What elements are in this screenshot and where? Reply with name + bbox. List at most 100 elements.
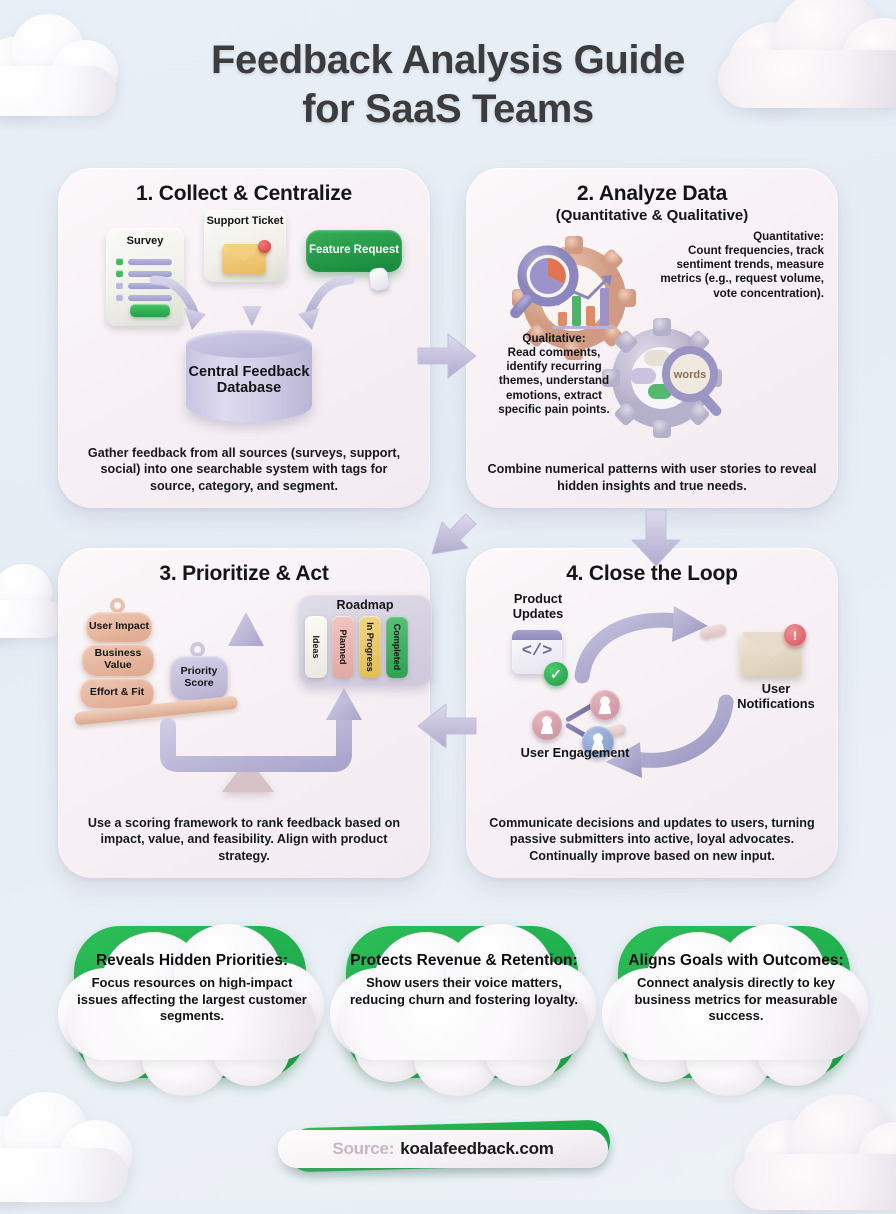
connector-step3-to-step4 (417, 703, 477, 749)
weight-effort-fit-label: Effort & Fit (89, 686, 145, 699)
step-card-prioritize-act: 3. Prioritize & Act User Impact Business… (58, 548, 432, 878)
benefit-heading-2: Protects Revenue & Retention: (350, 952, 578, 969)
step-4-illustration: Product Updates </> ✓ ! User Notificatio… (482, 586, 822, 815)
weight-effort-fit: Effort & Fit (80, 678, 154, 708)
benefit-card-protects-revenue-retention: Protects Revenue & Retention: Show users… (328, 916, 600, 1096)
weight-priority-score-label: Priority Score (180, 665, 218, 689)
connector-step1-to-step2 (417, 333, 477, 379)
quantitative-body: Count frequencies, track sentiment trend… (660, 244, 824, 300)
benefit-heading-1: Reveals Hidden Priorities: (95, 952, 289, 969)
priority-flow-arrows (160, 612, 362, 772)
step-3-title: 3. Prioritize & Act (159, 562, 329, 585)
user-notifications-icon (740, 632, 802, 676)
page-title-line-2: for SaaS Teams (302, 86, 594, 131)
benefit-cloud-shape-1 (56, 916, 328, 1096)
funnel-arrows (149, 274, 355, 330)
survey-submit-button[interactable] (130, 304, 170, 317)
central-database-label: Central Feedback Database (188, 364, 310, 397)
roadmap-column-completed[interactable]: Completed (386, 616, 408, 678)
benefit-cloud-shape-2 (328, 916, 600, 1096)
feature-request-label: Feature Request (308, 244, 400, 257)
support-ticket-label: Support Ticket (206, 215, 284, 227)
step-1-illustration: Survey Support Ticket Feature Request (74, 206, 414, 445)
roadmap-board: Roadmap Ideas Planned In Progress Comple… (298, 594, 432, 686)
roadmap-column-completed-label: Completed (392, 623, 402, 671)
benefit-body-1: Focus resources on high-impact issues af… (77, 975, 307, 1024)
source-label: Source: (332, 1139, 395, 1158)
magnifier-pie-icon (510, 245, 579, 319)
survey-label: Survey (126, 235, 164, 247)
user-notifications-label: User Notifications (737, 681, 815, 711)
benefit-body-2: Show users their voice matters, reducing… (349, 975, 578, 1007)
roadmap-title: Roadmap (336, 598, 394, 612)
notification-dot-icon (258, 240, 271, 253)
roadmap-column-planned-label: Planned (338, 629, 348, 665)
roadmap-column-ideas[interactable]: Ideas (305, 616, 327, 678)
step-1-description: Gather feedback from all sources (survey… (87, 445, 401, 493)
word-cloud-magnifier-icon: words (662, 346, 722, 416)
avatar-node-left (532, 710, 562, 740)
check-circle-icon: ✓ (544, 662, 568, 686)
survey-rows (116, 258, 172, 306)
speech-bubbles-icon (630, 350, 672, 399)
qualitative-body: Read comments, identify recurring themes… (498, 346, 610, 416)
roadmap-column-ideas-label: Ideas (311, 635, 321, 659)
weight-handle-priority-score-icon (190, 642, 205, 657)
roadmap-column-in-progress-label: In Progress (365, 622, 375, 672)
source-bar: Source: koalafeedback.com (278, 1118, 618, 1176)
step-card-analyze-data: 2. Analyze Data (Quantitative & Qualitat… (466, 168, 838, 508)
step-1-title: 1. Collect & Centralize (136, 182, 352, 205)
weight-priority-score: Priority Score (170, 656, 228, 700)
step-2-subtitle: (Quantitative & Qualitative) (555, 207, 749, 224)
feature-request-button[interactable]: Feature Request (306, 230, 402, 272)
step-2-title: 2. Analyze Data (576, 182, 728, 205)
product-updates-label: Product Updates (512, 591, 564, 621)
roadmap-column-in-progress[interactable]: In Progress (359, 616, 381, 678)
benefit-cloud-shape-3 (600, 916, 872, 1096)
benefit-body-3: Connect analysis directly to key busines… (634, 975, 838, 1024)
page-title-line-1: Feedback Analysis Guide (211, 38, 685, 82)
connector-step2-to-step4 (631, 509, 681, 567)
central-database-icon: Central Feedback Database (186, 330, 312, 434)
step-2-illustration: words Quantitative: Count frequencies, t… (482, 224, 824, 461)
pointer-hand-icon (368, 266, 390, 292)
benefit-card-aligns-goals-with-outcomes: Aligns Goals with Outcomes: Connect anal… (600, 916, 872, 1096)
step-2-description: Combine numerical patterns with user sto… (487, 462, 817, 493)
step-card-close-the-loop: 4. Close the Loop Product Updates </> ✓ … (466, 548, 838, 878)
qualitative-heading: Qualitative: (522, 332, 586, 345)
connector-step2-to-step3 (431, 513, 477, 555)
step-card-collect-centralize: 1. Collect & Centralize Survey Support T… (58, 168, 430, 508)
step-4-title: 4. Close the Loop (566, 562, 738, 585)
user-engagement-label: User Engagement (520, 745, 630, 760)
word-cloud-text: words (673, 369, 706, 381)
roadmap-columns: Ideas Planned In Progress Completed (305, 616, 408, 678)
benefit-heading-3: Aligns Goals with Outcomes: (628, 952, 844, 969)
roadmap-column-planned[interactable]: Planned (332, 616, 354, 678)
benefit-text-1: Reveals Hidden Priorities: Focus resourc… (70, 952, 314, 1025)
step-3-description: Use a scoring framework to rank feedback… (87, 815, 401, 863)
source-pill[interactable]: Source: koalafeedback.com (278, 1130, 608, 1168)
weight-user-impact-label: User Impact (88, 620, 150, 633)
weight-business-value-label: Business Value (94, 647, 142, 671)
envelope-icon (222, 244, 266, 274)
qualitative-note: Qualitative: Read comments, identify rec… (486, 332, 622, 417)
weight-business-value: Business Value (82, 644, 154, 676)
quantitative-note: Quantitative: Count frequencies, track s… (658, 230, 824, 301)
weight-handle-user-impact-icon (110, 598, 125, 613)
feedback-loop-arrows (574, 606, 734, 778)
page-title: Feedback Analysis Guide for SaaS Teams (0, 36, 896, 134)
benefit-card-reveals-hidden-priorities: Reveals Hidden Priorities: Focus resourc… (56, 916, 328, 1096)
analytics-gear-icon (510, 236, 636, 360)
background-cloud-bottom-right (730, 1090, 896, 1214)
survey-card-icon: Survey (106, 228, 184, 326)
alert-circle-icon: ! (784, 624, 806, 646)
quantitative-heading: Quantitative: (753, 230, 824, 243)
weight-user-impact: User Impact (86, 612, 152, 642)
background-cloud-bottom-left (0, 1086, 148, 1206)
step-4-description: Communicate decisions and updates to use… (489, 815, 815, 863)
source-url: koalafeedback.com (400, 1139, 554, 1158)
benefit-text-2: Protects Revenue & Retention: Show users… (342, 952, 586, 1008)
support-ticket-card-icon: Support Ticket (204, 210, 286, 282)
avatar-node-bottom (582, 726, 614, 758)
step-3-illustration: User Impact Business Value Effort & Fit … (73, 586, 432, 815)
